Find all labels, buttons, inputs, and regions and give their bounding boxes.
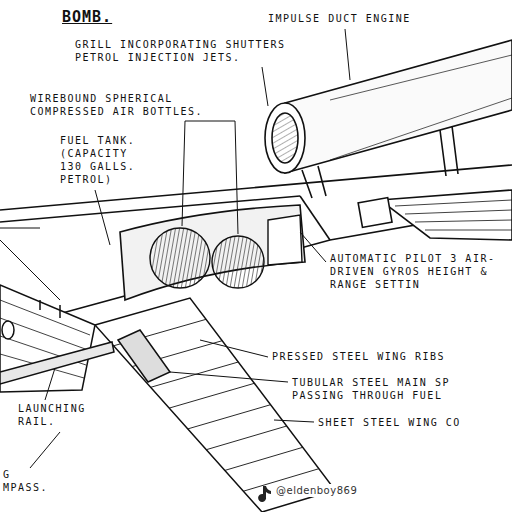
impulse-duct-engine-part (330, 55, 512, 160)
part-label: TUBULAR STEEL MAIN SP PASSING THROUGH FU… (292, 376, 474, 402)
watermark: @eldenboy869 (274, 484, 359, 497)
leader-lines-part (200, 340, 268, 357)
leader-lines-part (95, 190, 110, 245)
wing-ribs (114, 319, 319, 491)
left-wing-part (2, 321, 14, 339)
leader-lines-part (274, 420, 314, 422)
tail-plane-part (395, 200, 512, 230)
leader-lines-part (30, 432, 60, 468)
air-bottles-part (268, 215, 302, 265)
main-wing-part (95, 298, 335, 512)
leader-lines-part (300, 232, 326, 262)
impulse-duct-engine-part (302, 126, 458, 198)
fuselage (0, 165, 512, 330)
impulse-duct-engine-part (358, 198, 392, 228)
leader-lines (0, 29, 350, 468)
left-wing (0, 285, 114, 392)
part-label: IMPULSE DUCT ENGINE (268, 12, 411, 25)
tiktok-logo-part (258, 486, 271, 502)
tail-plane-part (380, 190, 512, 240)
impulse-duct-engine-part (285, 40, 512, 173)
main-wing-part (118, 330, 170, 382)
leader-lines-part (345, 29, 350, 80)
part-label: LAUNCHING RAIL. (18, 402, 96, 428)
launching-rail (0, 342, 114, 384)
part-label: G MPASS. (3, 468, 51, 494)
left-wing-part (40, 300, 60, 318)
leader-lines-part (170, 372, 288, 382)
impulse-duct-engine (265, 40, 512, 227)
impulse-duct-engine-part (272, 113, 298, 163)
main-wing (95, 298, 335, 512)
part-label: PRESSED STEEL WING RIBS (272, 350, 445, 363)
leader-lines-part (182, 121, 238, 234)
part-label: FUEL TANK. (CAPACITY 130 GALLS. PETROL) (60, 134, 142, 186)
impulse-duct-engine-part (265, 103, 305, 173)
leader-lines-part (0, 228, 60, 300)
air-bottles (150, 215, 302, 288)
part-label: SHEET STEEL WING CO (318, 416, 461, 429)
part-label: GRILL INCORPORATING SHUTTERS PETROL INJE… (75, 38, 310, 64)
diagram-title: BOMB. (62, 8, 112, 26)
part-label: AUTOMATIC PILOT 3 AIR-DRIVEN GYROS HEIGH… (330, 252, 502, 291)
tail-plane (380, 190, 512, 240)
part-label: WIREBOUND SPHERICAL COMPRESSED AIR BOTTL… (30, 92, 215, 118)
leader-lines-part (45, 368, 55, 400)
fuselage-part (300, 196, 330, 240)
leader-lines-part (262, 67, 268, 106)
air-bottles-part (212, 236, 264, 288)
air-bottles-part (150, 228, 210, 288)
fuselage-part (120, 205, 305, 300)
tiktok-logo (258, 486, 271, 502)
